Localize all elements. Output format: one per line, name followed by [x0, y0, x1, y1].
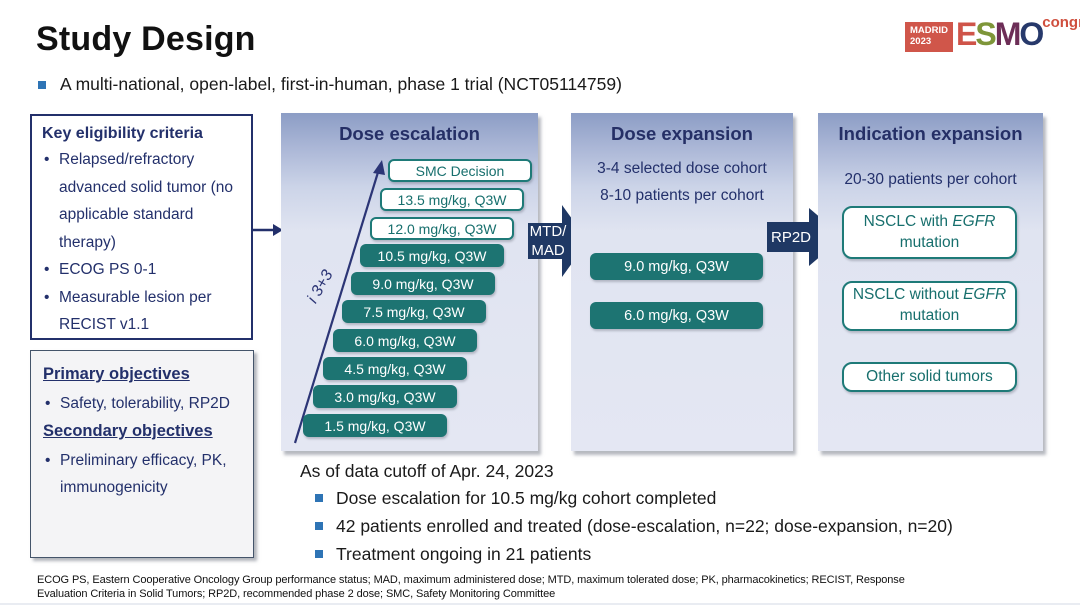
square-bullet-icon — [38, 81, 46, 89]
square-bullet-icon — [315, 522, 323, 530]
dose-expansion-line1: 3-4 selected dose cohort — [597, 160, 767, 177]
cohort-text: NSCLC without — [852, 286, 964, 304]
dose-box-13-5: 13.5 mg/kg, Q3W — [380, 188, 524, 211]
dose-box-6-0: 6.0 mg/kg, Q3W — [333, 329, 477, 352]
expansion-dose-9-0: 9.0 mg/kg, Q3W — [590, 253, 763, 280]
abbreviations-footnote: ECOG PS, Eastern Cooperative Oncology Gr… — [37, 573, 1057, 602]
eligibility-item: ECOG PS 0-1 — [42, 256, 241, 284]
primary-objective-item: Safety, tolerability, RP2D — [43, 390, 241, 418]
logo-congress-text: congress — [1042, 14, 1080, 31]
square-bullet-icon — [315, 494, 323, 502]
rp2d-label: RP2D — [770, 229, 811, 246]
eligibility-item: Relapsed/refractory advanced solid tumor… — [42, 146, 241, 256]
objectives-box: Primary objectives Safety, tolerability,… — [30, 350, 254, 558]
dose-box-7-5: 7.5 mg/kg, Q3W — [342, 300, 486, 323]
status-bullet-row: Dose escalation for 10.5 mg/kg cohort co… — [315, 488, 716, 509]
right-arrow-icon — [252, 224, 283, 236]
dose-box-3-0: 3.0 mg/kg, Q3W — [313, 385, 457, 408]
footnote-line: ECOG PS, Eastern Cooperative Oncology Gr… — [37, 574, 905, 586]
eligibility-item: Measurable lesion per RECIST v1.1 — [42, 284, 241, 339]
dose-box-10-5: 10.5 mg/kg, Q3W — [360, 244, 504, 267]
dose-box-12-0: 12.0 mg/kg, Q3W — [370, 217, 514, 240]
footnote-line: Evaluation Criteria in Solid Tumors; RP2… — [37, 588, 556, 601]
cohort-text: mutation — [899, 307, 960, 324]
dose-expansion-title: Dose expansion — [611, 123, 753, 144]
intro-bullet-row: A multi-national, open-label, first-in-h… — [38, 74, 622, 95]
secondary-objectives-title: Secondary objectives — [43, 421, 213, 440]
logo-city: MADRID — [910, 25, 948, 36]
dose-expansion-line2: 8-10 patients per cohort — [600, 187, 764, 204]
dose-expansion-panel: Dose expansion 3-4 selected dose cohort … — [571, 113, 793, 451]
logo-letter-e: E — [956, 16, 977, 52]
dose-box-4-5: 4.5 mg/kg, Q3W — [323, 357, 467, 380]
square-bullet-icon — [315, 550, 323, 558]
secondary-objectives-list: Preliminary efficacy, PK, immunogenicity — [43, 447, 241, 502]
indication-expansion-title: Indication expansion — [838, 123, 1023, 144]
expansion-dose-6-0: 6.0 mg/kg, Q3W — [590, 302, 763, 329]
dose-box-9-0: 9.0 mg/kg, Q3W — [351, 272, 495, 295]
egfr-italic: EGFR — [952, 212, 996, 230]
mtd-line: MTD/ — [529, 223, 567, 240]
logo-city-badge: MADRID 2023 — [905, 22, 953, 52]
primary-objectives-list: Safety, tolerability, RP2D — [43, 390, 241, 418]
bottom-divider — [0, 603, 1080, 605]
status-text: 42 patients enrolled and treated (dose-e… — [336, 516, 953, 536]
page-title: Study Design — [36, 20, 256, 58]
status-text: Dose escalation for 10.5 mg/kg cohort co… — [336, 488, 717, 508]
status-text: Treatment ongoing in 21 patients — [336, 544, 592, 564]
status-bullet-row: Treatment ongoing in 21 patients — [315, 544, 591, 565]
logo-letter-m: M — [994, 16, 1022, 52]
eligibility-box: Key eligibility criteria Relapsed/refrac… — [30, 114, 253, 340]
indication-expansion-panel: Indication expansion 20-30 patients per … — [818, 113, 1043, 451]
dose-box-smc: SMC Decision — [388, 159, 532, 182]
dose-escalation-title: Dose escalation — [339, 123, 480, 144]
data-cutoff-heading: As of data cutoff of Apr. 24, 2023 — [300, 461, 554, 481]
escalation-arrow-icon — [293, 160, 385, 444]
status-bullet-row: 42 patients enrolled and treated (dose-e… — [315, 516, 953, 537]
cohort-text: Other solid tumors — [866, 367, 993, 385]
mtd-mad-label: MTD/ MAD — [528, 222, 568, 260]
cohort-box-other-tumors: Other solid tumors — [842, 362, 1017, 392]
cohort-box-nsclc-no-egfr: NSCLC without EGFR mutation — [842, 281, 1017, 331]
cohort-box-nsclc-egfr: NSCLC with EGFR mutation — [842, 206, 1017, 259]
mad-line: MAD — [531, 242, 565, 259]
cohort-text: mutation — [899, 233, 960, 251]
esmo-congress-logo: MADRID 2023 ESMO congress — [905, 14, 1080, 52]
primary-objectives-title: Primary objectives — [43, 365, 190, 383]
intro-text: A multi-national, open-label, first-in-h… — [60, 74, 622, 94]
dose-escalation-panel: Dose escalation i 3+3 SMC Decision 13.5 … — [281, 113, 538, 451]
egfr-italic: EGFR — [963, 286, 1007, 304]
dose-box-1-5: 1.5 mg/kg, Q3W — [303, 414, 447, 437]
secondary-objective-item: Preliminary efficacy, PK, immunogenicity — [43, 447, 241, 502]
eligibility-title: Key eligibility criteria — [42, 125, 203, 142]
cohort-text: NSCLC with — [863, 212, 953, 230]
logo-letter-o: O — [1019, 16, 1044, 52]
logo-year: 2023 — [910, 35, 932, 47]
logo-letter-s: S — [975, 16, 996, 52]
indication-expansion-line: 20-30 patients per cohort — [844, 171, 1017, 188]
esmo-letters: ESMO — [956, 16, 1044, 52]
eligibility-list: Relapsed/refractory advanced solid tumor… — [42, 146, 241, 339]
